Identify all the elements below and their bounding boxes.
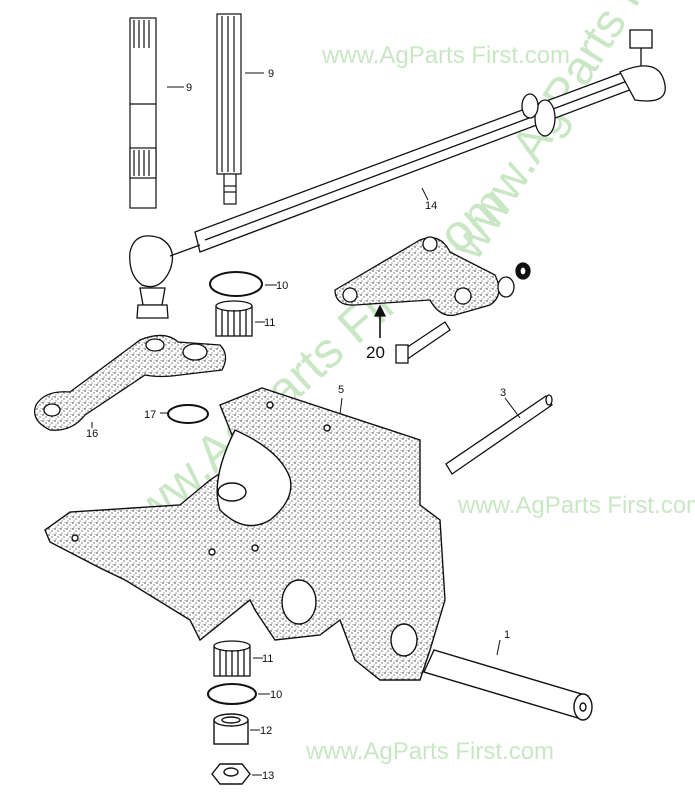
- callout-16: 16: [86, 428, 98, 440]
- part-10-seal-upper: [209, 271, 263, 297]
- part-14-tie-rod: [129, 29, 666, 319]
- part-11-bearing-lower: [213, 640, 251, 677]
- callout-13: 13: [262, 770, 274, 782]
- callout-17: 17: [144, 409, 156, 421]
- callout-10-lower: 10: [270, 689, 282, 701]
- leader-lines: [91, 72, 521, 776]
- callout-10-upper: 10: [276, 280, 288, 292]
- part-20-bracket-assembly: [334, 236, 531, 364]
- callout-14: 14: [425, 200, 437, 212]
- part-3-pin: [445, 394, 553, 475]
- callout-9-left: 9: [186, 82, 192, 94]
- part-9-spline-shaft-right: [216, 13, 242, 205]
- part-13-nut: [211, 763, 251, 785]
- callout-20: 20: [366, 343, 385, 362]
- callout-1: 1: [504, 629, 510, 641]
- part-10-seal-lower: [207, 683, 257, 705]
- part-11-bearing-upper: [215, 300, 253, 337]
- callout-3: 3: [500, 387, 506, 399]
- callout-9-right: 9: [268, 68, 274, 80]
- part-17-seal: [167, 404, 209, 424]
- part-9-spline-shaft-left: [129, 17, 157, 209]
- part-1-pivot-shaft: [423, 649, 593, 721]
- callout-12: 12: [260, 725, 272, 737]
- callout-11-upper: 11: [264, 317, 275, 329]
- part-16-steering-arm: [33, 334, 227, 431]
- callout-11-lower: 11: [262, 653, 273, 665]
- part-5-main-bracket: [44, 387, 446, 681]
- callout-5: 5: [338, 384, 344, 396]
- part-12-bushing: [213, 713, 249, 745]
